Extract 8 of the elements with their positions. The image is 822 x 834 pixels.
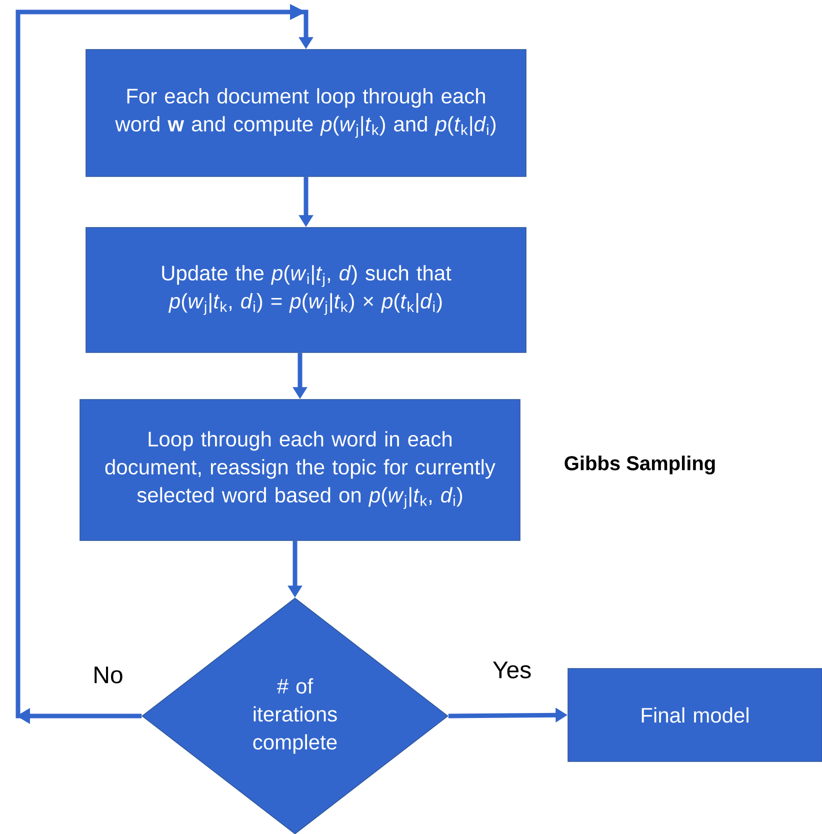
process-box: Loop through each word in each document, reassign the topic for currently selected word based on p(w$_{j}$|t$_{k}$, d$_{i}$) (80, 399, 520, 541)
process-box: Update the p(w$_{i}$|t$_{j}$, d) such that p(w$_{j}$|t$_{k}$, d$_{i}$) = p(w$_{j}$|t$_{k}$) × p(t$_{k}$|d$_{i}$) (86, 227, 526, 353)
edge-label: Yes (491, 660, 533, 680)
annotation-text: Gibbs Sampling (564, 456, 715, 474)
edge-label: No (92, 666, 124, 684)
process-box: For each document loop through each word w and compute p(w$_{j}$|t$_{k}$) and p(t$_{k}$|d$_{i}$) (86, 49, 526, 177)
arrow (16, 4, 314, 724)
process-box: Final model (568, 668, 822, 762)
